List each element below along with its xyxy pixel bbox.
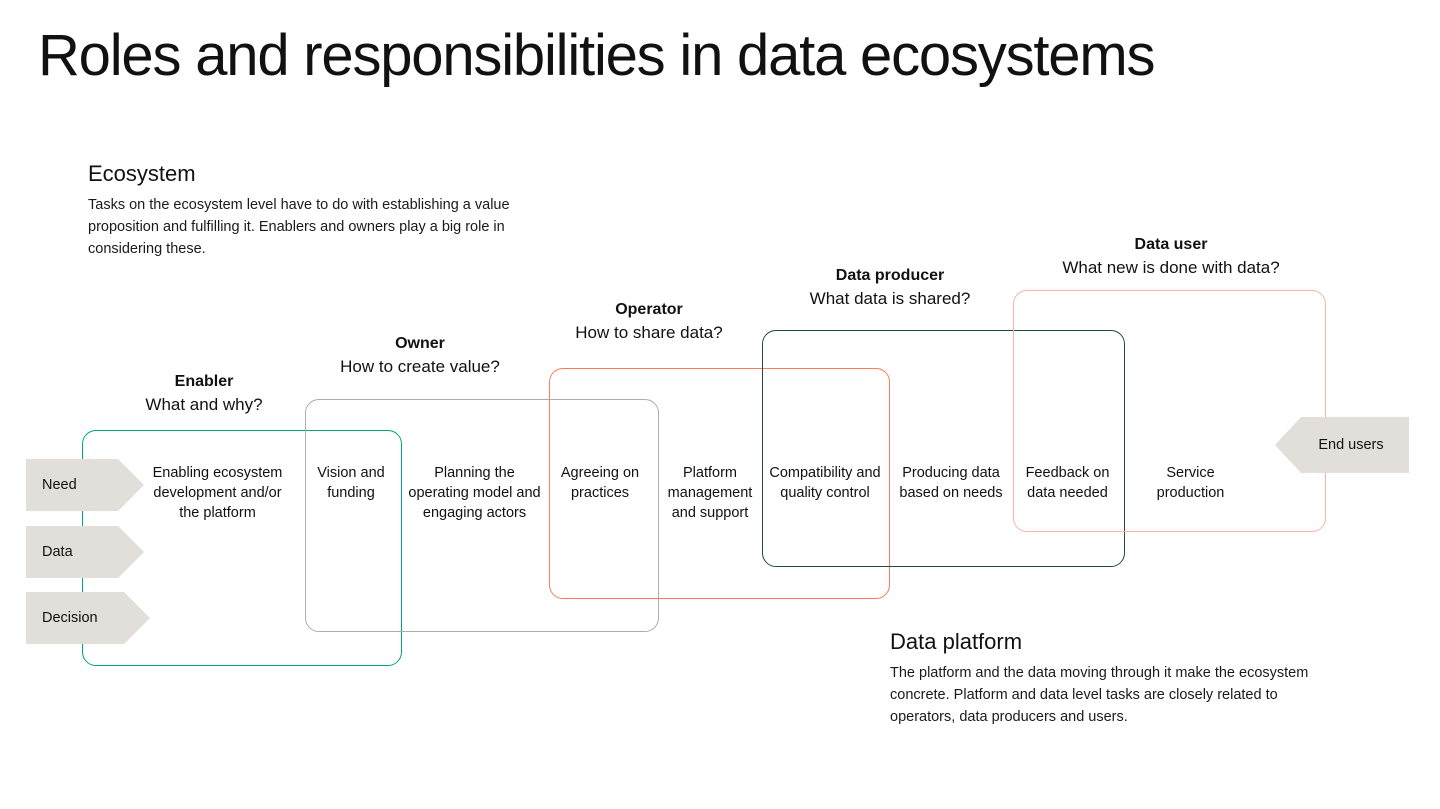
role-header-data-producer: Data producer What data is shared? bbox=[765, 265, 1015, 310]
role-header-owner: Owner How to create value? bbox=[320, 333, 520, 378]
page-title: Roles and responsibilities in data ecosy… bbox=[38, 23, 1155, 88]
task-agreeing-on-practices: Agreeing on practices bbox=[560, 465, 640, 501]
role-name-operator: Operator bbox=[615, 301, 683, 318]
task-vision-and-funding: Vision and funding bbox=[317, 465, 385, 501]
task-producing-data-based-on-needs: Producing data based on needs bbox=[899, 465, 1003, 501]
group-box-data-producer bbox=[762, 330, 1125, 567]
role-name-enabler: Enabler bbox=[174, 373, 234, 390]
note-ecosystem-title: Ecosystem bbox=[88, 161, 196, 186]
role-question-enabler: What and why? bbox=[145, 394, 263, 414]
role-question-data-user: What new is done with data? bbox=[1062, 257, 1280, 277]
input-chip-decision: Decision bbox=[26, 592, 150, 644]
task-service-production: Service production bbox=[1156, 465, 1225, 501]
role-question-data-producer: What data is shared? bbox=[809, 288, 971, 308]
role-question-operator: How to share data? bbox=[575, 322, 723, 342]
role-header-data-user: Data user What new is done with data? bbox=[1048, 234, 1294, 279]
role-name-data-producer: Data producer bbox=[835, 267, 945, 284]
task-compatibility-quality-control: Compatibility and quality control bbox=[769, 465, 881, 501]
input-chip-need: Need bbox=[26, 459, 144, 511]
group-box-data-user bbox=[1013, 290, 1326, 532]
role-name-owner: Owner bbox=[395, 335, 445, 352]
role-question-owner: How to create value? bbox=[340, 356, 500, 376]
task-planning-operating-model: Planning the operating model and engagin… bbox=[408, 465, 541, 521]
output-chip-end-users: End users bbox=[1275, 417, 1409, 473]
role-name-data-user: Data user bbox=[1134, 236, 1208, 253]
task-platform-management-support: Platform management and support bbox=[667, 465, 753, 521]
note-data-platform-title: Data platform bbox=[890, 629, 1023, 654]
role-header-operator: Operator How to share data? bbox=[549, 299, 749, 344]
group-box-operator bbox=[549, 368, 890, 599]
note-data-platform: Data platform The platform and the data … bbox=[890, 628, 1310, 728]
task-enabling-ecosystem-development: Enabling ecosystem development and/or th… bbox=[152, 465, 283, 521]
group-box-owner bbox=[305, 399, 659, 632]
note-data-platform-body: The platform and the data moving through… bbox=[890, 664, 1309, 725]
note-ecosystem-body: Tasks on the ecosystem level have to do … bbox=[88, 196, 510, 257]
note-ecosystem: Ecosystem Tasks on the ecosystem level h… bbox=[88, 160, 528, 260]
task-feedback-on-data-needed: Feedback on data needed bbox=[1025, 465, 1110, 501]
input-chip-data: Data bbox=[26, 526, 144, 578]
role-header-enabler: Enabler What and why? bbox=[104, 371, 304, 416]
